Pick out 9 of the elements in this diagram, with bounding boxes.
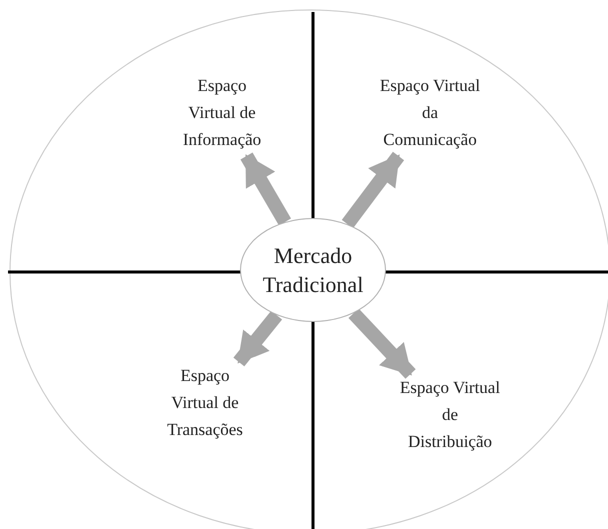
arrow [240, 152, 292, 226]
quadrant-label: Espaço Virtual de Transações [166, 365, 244, 441]
arrow [342, 152, 404, 228]
quadrant-label: Espaço Virtual da Comunicação [378, 75, 482, 151]
center-label: Mercado Tradicional [262, 242, 364, 299]
quadrant-label: Espaço Virtual de Distribuição [398, 377, 502, 453]
arrow [348, 308, 416, 379]
arrow [233, 310, 282, 366]
quadrant-label: Espaço Virtual de Informação [182, 75, 262, 151]
